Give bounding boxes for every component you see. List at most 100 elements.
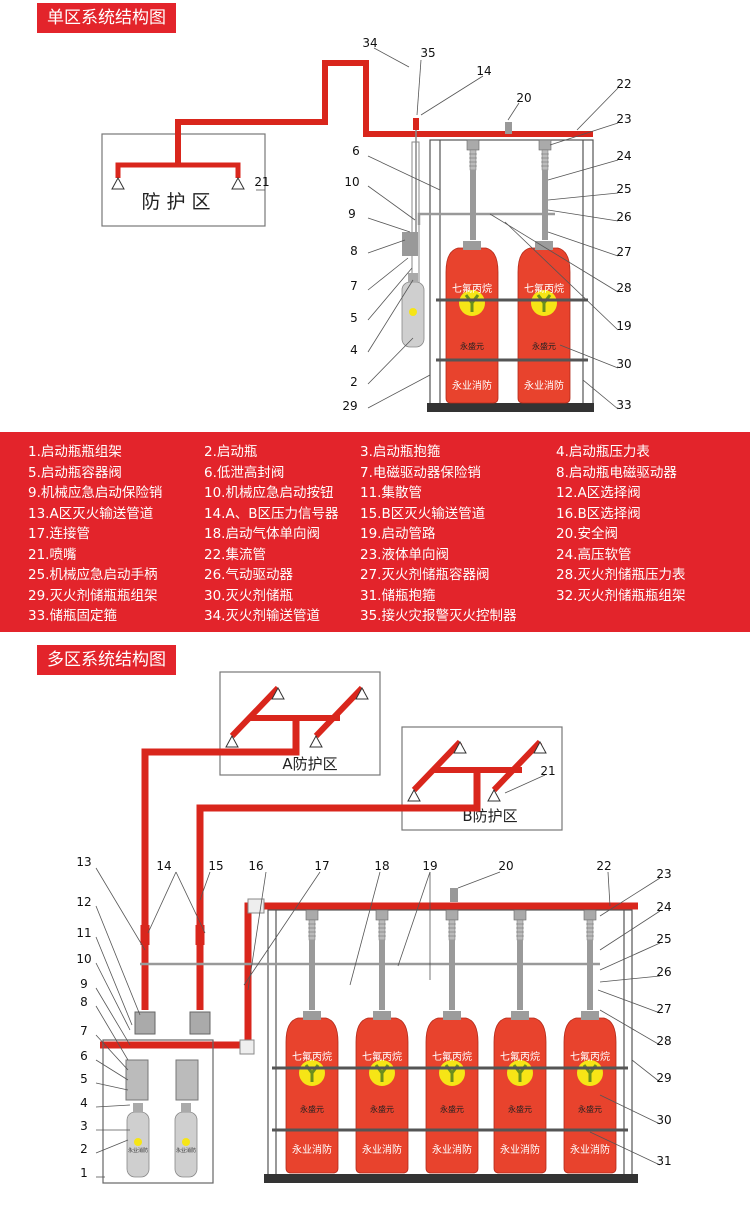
legend-item: 30.灭火剂储瓶 <box>204 587 293 604</box>
leader-lines <box>95 774 661 1178</box>
callout-number: 25 <box>656 932 671 946</box>
legend-item: 35.接火灾报警灭火控制器 <box>360 608 517 624</box>
selector-valve-a <box>134 1011 156 1035</box>
callout-number: 10 <box>344 175 359 189</box>
callout-number: 28 <box>656 1034 671 1048</box>
legend-item: 14.A、B区压力信号器 <box>204 505 339 522</box>
starter-cylinder-label: 永业消防 <box>128 1147 148 1154</box>
cylinder-label: 永业消防 <box>292 1143 332 1156</box>
rack-base <box>264 1174 638 1183</box>
cylinder-label: 永业消防 <box>432 1143 472 1156</box>
cylinder-label: 七氟丙烷 <box>500 1050 540 1063</box>
starter-valve-icon <box>125 1059 149 1101</box>
valve-icon <box>513 909 527 941</box>
legend-item: 23.液体单向阀 <box>360 546 449 563</box>
callout-number: 31 <box>656 1154 671 1168</box>
legend-item: 31.储瓶抱箍 <box>360 587 436 604</box>
agent-cylinder <box>444 239 500 405</box>
starter-cylinder-label: 永业消防 <box>176 1147 196 1154</box>
valve-icon <box>538 139 552 171</box>
callout-number: 5 <box>350 311 358 325</box>
callout-number: 9 <box>348 207 356 221</box>
callout-number: 30 <box>616 357 631 371</box>
callout-number: 26 <box>656 965 671 979</box>
cylinder-label: 七氟丙烷 <box>432 1050 472 1063</box>
valve-icon <box>375 909 389 941</box>
cylinder-brand: 永盛元 <box>460 341 484 351</box>
callout-number: 21 <box>540 764 555 778</box>
cylinder-label: 永业消防 <box>570 1143 610 1156</box>
callout-number: 2 <box>350 375 358 389</box>
single-zone-diagram: 防 护 区 七氟丙烷 七氟丙 <box>101 36 632 413</box>
legend-item: 34.灭火剂输送管道 <box>204 608 320 624</box>
callout-number: 25 <box>616 182 631 196</box>
legend-item: 17.连接管 <box>28 526 90 542</box>
callout-number: 16 <box>248 859 263 873</box>
multi-cylinders: 七氟丙烷永盛元永业消防七氟丙烷永盛元永业消防七氟丙烷永盛元永业消防七氟丙烷永盛元… <box>284 909 618 1175</box>
callout-number: 8 <box>350 244 358 258</box>
legend-item: 27.灭火剂储瓶容器阀 <box>360 567 490 583</box>
callout-number: 2 <box>80 1142 88 1156</box>
legend-item: 7.电磁驱动器保险销 <box>360 464 481 481</box>
callout-number: 29 <box>342 399 357 413</box>
starter-pipeline <box>417 212 555 225</box>
cylinder-brand: 永盛元 <box>532 341 556 351</box>
legend-item: 29.灭火剂储瓶瓶组架 <box>28 587 158 604</box>
legend-item: 6.低泄高封阀 <box>204 464 285 481</box>
protected-zone-label: 防 护 区 <box>141 191 210 213</box>
legend-item: 13.A区灭火输送管道 <box>28 505 154 522</box>
cylinder-label: 永业消防 <box>452 379 492 392</box>
legend-item: 32.灭火剂储瓶瓶组架 <box>556 587 686 604</box>
callout-number: 3 <box>80 1119 88 1133</box>
starter-valve-icon <box>402 232 418 256</box>
legend-item: 9.机械应急启动保险销 <box>28 485 163 501</box>
legend-item: 5.启动瓶容器阀 <box>28 464 122 481</box>
callout-number: 4 <box>350 343 358 357</box>
callout-number: 35 <box>420 46 435 60</box>
callout-number: 6 <box>80 1049 88 1063</box>
agent-delivery-pipe <box>175 60 593 165</box>
legend-item: 18.启动气体单向阀 <box>204 526 320 542</box>
legend-item: 26.气动驱动器 <box>204 567 293 583</box>
single-callouts: 3435142022232425262728193033610987542292… <box>254 36 631 413</box>
callout-number: 14 <box>476 64 491 78</box>
legend-item: 21.喷嘴 <box>28 546 77 563</box>
callout-number: 26 <box>616 210 631 224</box>
callout-number: 15 <box>208 859 223 873</box>
valve-icon <box>583 909 597 941</box>
callout-number: 10 <box>76 952 91 966</box>
callout-number: 11 <box>76 926 91 940</box>
multi-zone-diagram: A防护区 B防护区 <box>76 671 672 1184</box>
safety-valve-icon <box>505 122 512 134</box>
legend-item: 2.启动瓶 <box>204 444 258 460</box>
callout-number: 1 <box>80 1166 88 1180</box>
callout-number: 27 <box>616 245 631 259</box>
legend-item: 24.高压软管 <box>556 546 632 563</box>
callout-number: 23 <box>656 867 671 881</box>
cylinder-label: 七氟丙烷 <box>524 282 564 295</box>
legend-item: 33.储瓶固定箍 <box>28 608 117 624</box>
callout-number: 7 <box>80 1024 88 1038</box>
legend-item: 16.B区选择阀 <box>556 505 641 522</box>
callout-number: 23 <box>616 112 631 126</box>
callout-number: 8 <box>80 995 88 1009</box>
starter-cylinder <box>401 272 425 348</box>
cylinder-label: 永业消防 <box>362 1143 402 1156</box>
agent-cylinder <box>516 239 572 405</box>
starter-cylinder <box>174 1102 198 1178</box>
legend-item: 15.B区灭火输送管道 <box>360 505 486 522</box>
callout-number: 9 <box>80 977 88 991</box>
multi-zone-title: 多区系统结构图 <box>37 645 176 675</box>
callout-number: 17 <box>314 859 329 873</box>
cylinder-brand: 永盛元 <box>508 1104 532 1114</box>
cylinder-brand: 永盛元 <box>370 1104 394 1114</box>
selector-valve-b <box>189 1011 211 1035</box>
cylinder-bands <box>436 298 588 362</box>
callout-number: 19 <box>616 319 631 333</box>
callout-number: 21 <box>254 175 269 189</box>
callout-number: 24 <box>656 900 671 914</box>
safety-valve-icon <box>450 888 458 902</box>
callout-number: 22 <box>616 77 631 91</box>
